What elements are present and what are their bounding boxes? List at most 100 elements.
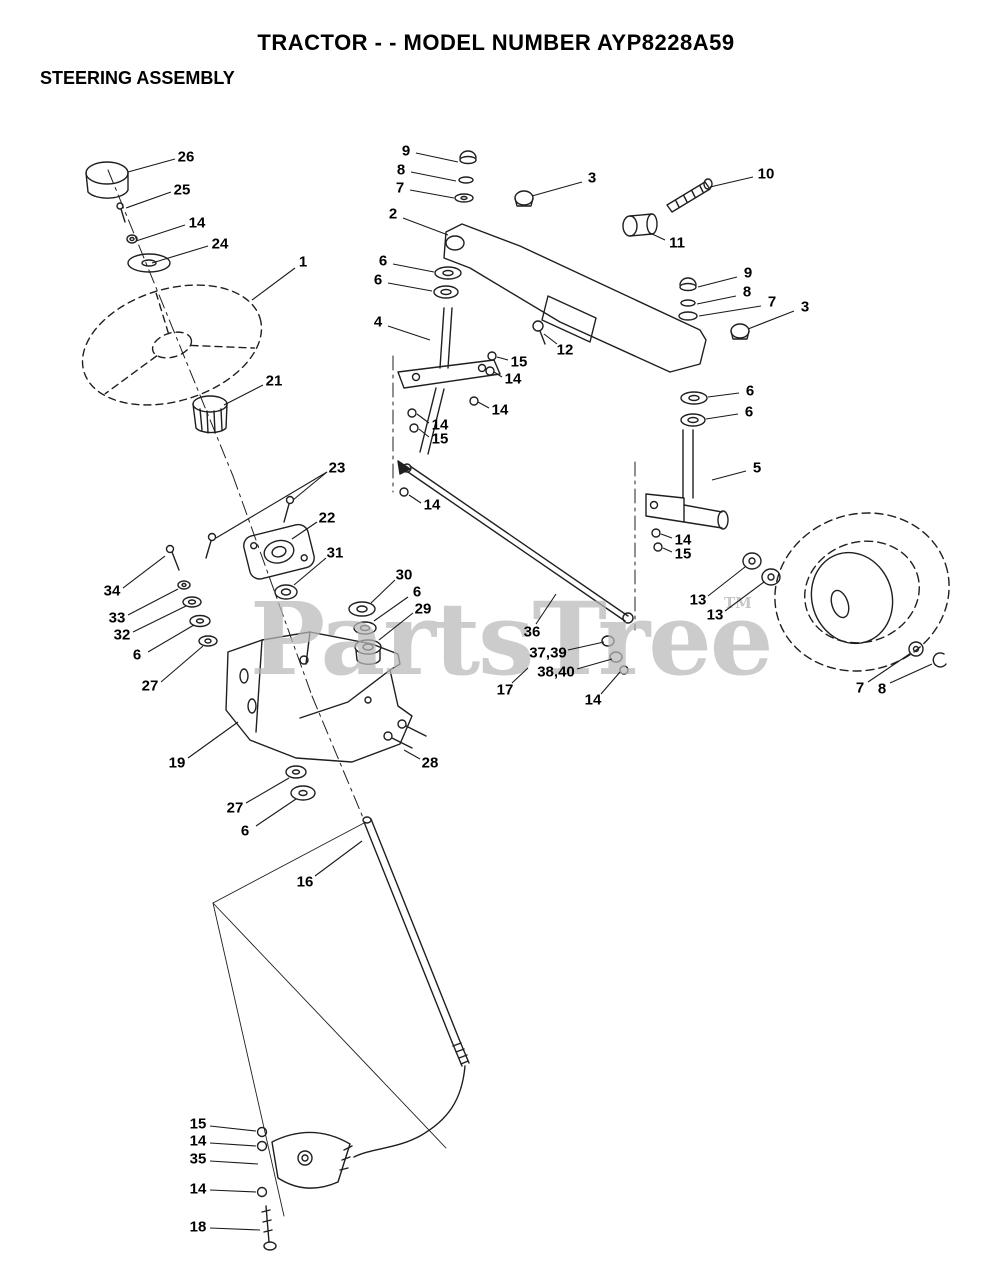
part-number-label: 15: [190, 1116, 207, 1133]
leader-line: [697, 276, 738, 288]
leader-line: [151, 245, 209, 264]
part-number-label: 36: [524, 624, 541, 641]
leader-line: [209, 1160, 259, 1165]
part-number-label: 13: [707, 607, 724, 624]
part-number-label: 15: [432, 431, 449, 448]
part-number-label: 19: [169, 755, 186, 772]
spindle-left: [397, 307, 501, 455]
leader-line: [370, 579, 396, 604]
part-number-label: 6: [133, 647, 141, 664]
leader-line: [402, 217, 449, 236]
leader-line: [223, 384, 264, 406]
leader-line: [135, 224, 186, 242]
leader-line: [403, 749, 421, 760]
leader-line: [392, 263, 435, 273]
leader-line: [292, 471, 328, 501]
part-number-label: 15: [511, 354, 528, 371]
part-number-label: 7: [856, 680, 864, 697]
part-number-label: 6: [746, 383, 754, 400]
tie-rod-end-hardware: [601, 635, 629, 675]
spacer-sleeve: [622, 213, 658, 237]
part-number-label: 3: [801, 299, 809, 316]
leader-line: [477, 401, 490, 409]
kingpin-hardware-left: [454, 150, 477, 203]
leader-line: [132, 605, 187, 633]
steering-wheel-adapter: [192, 395, 228, 434]
part-number-label: 24: [212, 236, 229, 253]
part-number-label: 34: [104, 583, 121, 600]
bearing-housing: [243, 523, 315, 580]
part-number-label: 11: [669, 235, 685, 252]
leader-line: [209, 1227, 261, 1231]
part-number-label: 5: [753, 460, 761, 477]
part-number-label: 8: [397, 162, 405, 179]
part-number-label: 9: [744, 265, 752, 282]
leader-line: [245, 777, 290, 804]
leader-line: [387, 282, 433, 292]
leader-line: [724, 581, 765, 612]
steering-wheel-cap: [85, 161, 129, 199]
part-number-label: 3: [588, 170, 596, 187]
steering-wheel: [81, 284, 263, 406]
part-number-label: 29: [415, 601, 432, 618]
front-wheel: [774, 512, 950, 672]
part-number-label: 16: [297, 874, 314, 891]
kingpin-hardware-right: [678, 277, 750, 340]
drawing: [81, 150, 950, 1251]
leader-line: [209, 1189, 257, 1193]
part-number-label: 14: [492, 402, 509, 419]
leader-line: [889, 663, 933, 684]
part-number-label: 8: [743, 284, 751, 301]
leader-line: [291, 521, 318, 540]
part-number-label: 4: [374, 314, 383, 331]
part-number-label: 17: [497, 682, 514, 699]
leader-line: [511, 667, 529, 684]
part-number-label: 14: [505, 371, 522, 388]
centerline-steering-wheel: [107, 169, 365, 821]
leader-line: [125, 191, 172, 209]
part-number-label: 25: [174, 182, 191, 199]
washers-left-small: [399, 351, 497, 497]
leader-line: [127, 588, 179, 616]
steering-shaft: [353, 816, 470, 1158]
part-number-label: 7: [768, 294, 776, 311]
part-number-label: 14: [424, 497, 441, 514]
leader-line: [415, 152, 459, 163]
dash-lower-bracket: [225, 631, 413, 763]
construction-centerlines: [392, 355, 636, 631]
leader-line: [660, 533, 673, 539]
column-screws: [205, 495, 295, 559]
part-number-label: 30: [396, 567, 413, 584]
part-number-label: 38,40: [537, 664, 575, 681]
leader-line: [209, 1125, 257, 1132]
leader-line: [127, 158, 176, 173]
part-number-label: 12: [557, 342, 574, 359]
leader-line: [493, 371, 503, 378]
leader-line: [187, 721, 239, 759]
page-title: TRACTOR - - MODEL NUMBER AYP8228A59: [257, 30, 735, 55]
part-number-label: 9: [402, 143, 410, 160]
leader-line: [293, 557, 327, 586]
leader-line: [255, 798, 297, 827]
part-number-label: 28: [422, 755, 439, 772]
threaded-bolt: [666, 178, 713, 213]
part-number-label: 27: [142, 678, 159, 695]
cap-screw: [116, 202, 126, 223]
nut-left: [514, 190, 534, 207]
leader-line: [747, 310, 795, 330]
leader-line: [698, 305, 762, 317]
part-number-label: 13: [690, 592, 707, 609]
left-fastener-stack: [165, 544, 218, 647]
leader-line: [408, 494, 422, 504]
leader-line: [251, 267, 296, 301]
leader-line: [696, 295, 737, 305]
part-number-label: 32: [114, 627, 131, 644]
part-number-label: 14: [675, 532, 692, 549]
wheel-washers: [742, 552, 947, 668]
spindle-right: [645, 391, 729, 552]
leader-line: [662, 547, 673, 553]
part-number-label: 10: [758, 166, 775, 183]
leader-line: [409, 189, 455, 199]
part-number-label: 6: [379, 253, 387, 270]
watermark-tm-mark: TM: [724, 594, 752, 612]
